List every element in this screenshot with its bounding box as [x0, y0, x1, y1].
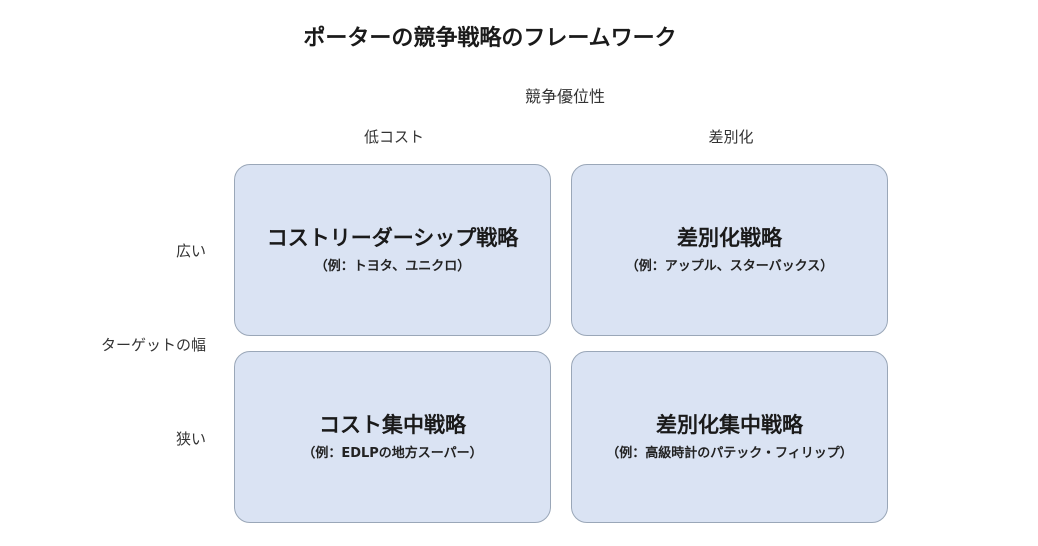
quadrant-example: （例：アップル、スターバックス） [625, 259, 834, 275]
column-label-low-cost: 低コスト [363, 128, 424, 146]
quadrant-example: （例：高級時計のパテック・フィリップ） [606, 446, 853, 462]
quadrant-title: コストリーダーシップ戦略 [266, 225, 519, 250]
row-label-narrow: 狭い [175, 430, 206, 448]
diagram-title: ポーターの競争戦略のフレームワーク [303, 26, 677, 51]
column-label-differentiation: 差別化 [708, 128, 754, 146]
quadrant-cost-leadership: コストリーダーシップ戦略 （例：トヨタ、ユニクロ） [234, 164, 551, 336]
quadrant-example: （例：トヨタ、ユニクロ） [314, 259, 471, 275]
quadrant-title: 差別化集中戦略 [656, 412, 803, 437]
quadrant-title: コスト集中戦略 [319, 412, 466, 437]
quadrant-differentiation: 差別化戦略 （例：アップル、スターバックス） [571, 164, 888, 336]
y-axis-label: ターゲットの幅 [100, 336, 206, 354]
row-label-broad: 広い [175, 242, 206, 260]
x-axis-label: 競争優位性 [524, 87, 605, 106]
quadrant-cost-focus: コスト集中戦略 （例：EDLPの地方スーパー） [234, 351, 551, 523]
quadrant-title: 差別化戦略 [677, 225, 782, 250]
quadrant-example: （例：EDLPの地方スーパー） [302, 446, 483, 462]
quadrant-differentiation-focus: 差別化集中戦略 （例：高級時計のパテック・フィリップ） [571, 351, 888, 523]
